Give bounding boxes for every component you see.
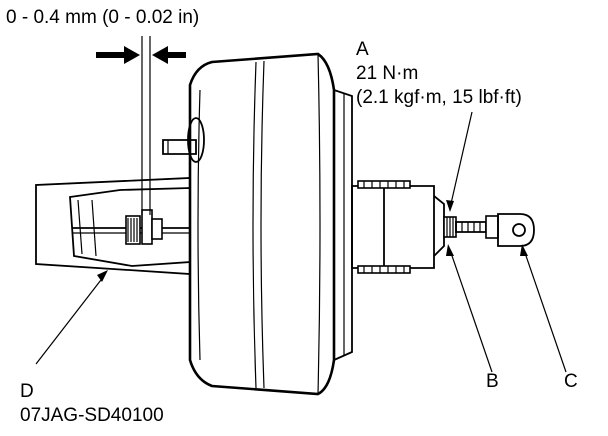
rod-nut	[485, 215, 499, 239]
stud-top	[357, 180, 411, 189]
rear-boss	[433, 195, 445, 257]
callout-b: B	[486, 371, 499, 392]
arrow-right	[96, 46, 140, 64]
callout-a-torque: 21 N·m	[356, 63, 419, 84]
vacuum-fitting	[162, 139, 197, 155]
callout-a-torque-alt: (2.1 kgf·m, 15 lbf·ft)	[356, 87, 522, 108]
callout-d: D	[20, 381, 34, 402]
booster-front-hub	[187, 117, 205, 163]
booster-flange	[333, 89, 353, 361]
leader-c	[523, 249, 567, 373]
callout-a-letter: A	[356, 39, 369, 60]
stud-bottom	[357, 265, 411, 274]
arrow-left	[152, 46, 186, 64]
leader-d	[35, 275, 105, 365]
callout-c: C	[564, 371, 578, 392]
push-rod-end	[141, 209, 153, 245]
output-rod	[455, 221, 487, 233]
leader-a	[449, 111, 473, 209]
clevis	[497, 213, 535, 247]
clevis-hole	[512, 223, 526, 237]
mounting-bracket	[35, 177, 191, 275]
rear-body	[351, 185, 435, 269]
leader-b	[449, 249, 493, 373]
figure-id: 07JAG-SD40100	[20, 405, 164, 426]
clearance-spec: 0 - 0.4 mm (0 - 0.02 in)	[6, 7, 200, 28]
